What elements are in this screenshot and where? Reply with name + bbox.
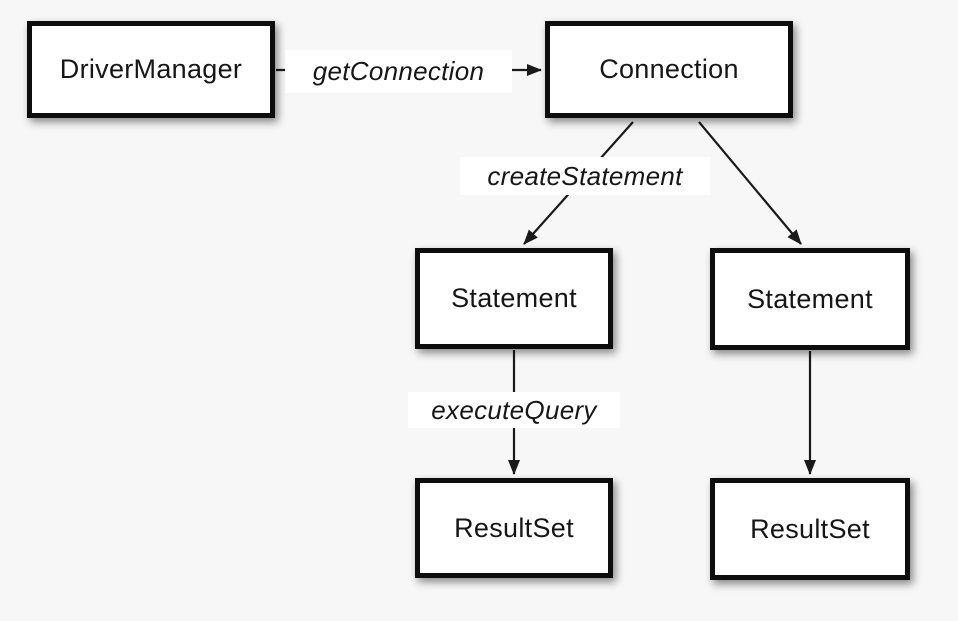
edge-label-executequery: executeQuery (408, 392, 620, 428)
node-statement-left: Statement (415, 248, 613, 349)
node-driver-manager: DriverManager (27, 21, 275, 118)
edge-label-getconnection: getConnection (285, 50, 512, 93)
edge-label-createstatement: createStatement (460, 157, 710, 195)
node-resultset-right: ResultSet (710, 478, 910, 580)
node-connection: Connection (545, 21, 793, 118)
node-resultset-left: ResultSet (415, 478, 613, 578)
edge-connection-statement-right-line (698, 121, 802, 245)
node-statement-right: Statement (710, 248, 910, 350)
